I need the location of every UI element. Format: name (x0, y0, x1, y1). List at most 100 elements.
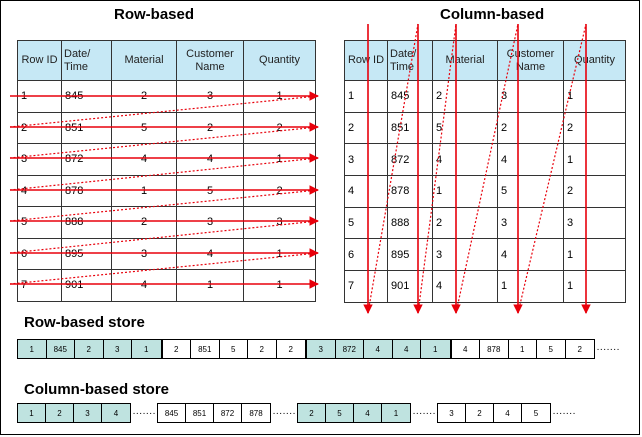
table-cell: 1 (243, 143, 316, 176)
table-cell: 4 (111, 143, 177, 176)
store-cell: 3 (103, 340, 132, 358)
table-cell: 4 (344, 175, 388, 208)
date-time-header: Date/ Time (387, 40, 433, 81)
table-cell: 3 (176, 206, 244, 239)
table-cell: 845 (61, 80, 112, 113)
table-cell: 5 (17, 206, 62, 239)
table-cell: 1 (17, 80, 62, 113)
table-cell: 6 (344, 238, 388, 272)
store-cell: 1 (421, 340, 450, 358)
table-cell: 1 (563, 80, 626, 113)
table-cell: 1 (243, 269, 316, 302)
table-cell: 4 (111, 269, 177, 302)
table-cell: 851 (61, 111, 112, 144)
store-cell: 2 (298, 404, 326, 422)
store-cell: 1 (18, 404, 46, 422)
store-cell: 851 (186, 404, 214, 422)
table-cell: 3 (563, 206, 626, 240)
store-cell: 3 (307, 340, 336, 358)
table-cell: 2 (432, 206, 498, 240)
table-cell: 2 (243, 111, 316, 144)
table-cell: 1 (111, 174, 177, 207)
table-cell: 3 (344, 143, 388, 177)
table-cell: 1 (563, 143, 626, 177)
continuation-dots: ······· (596, 343, 620, 355)
store-cell: 872 (214, 404, 242, 422)
table-cell: 895 (387, 238, 433, 272)
table-cell: 5 (432, 111, 498, 145)
store-cell: 3 (74, 404, 102, 422)
continuation-dots: ······· (132, 407, 156, 419)
table-cell: 1 (497, 270, 564, 303)
material-header: Material (111, 40, 177, 81)
table-cell: 888 (61, 206, 112, 239)
table-cell: 2 (111, 206, 177, 239)
table-cell: 901 (387, 270, 433, 303)
store-cell: 4 (102, 404, 130, 422)
table-cell: 845 (387, 80, 433, 113)
table-cell: 5 (497, 175, 564, 208)
store-cell: 1 (382, 404, 410, 422)
table-cell: 872 (61, 143, 112, 176)
store-cell: 1 (509, 340, 537, 358)
table-cell: 2 (344, 111, 388, 145)
store-cell: 5 (326, 404, 354, 422)
table-cell: 3 (17, 143, 62, 176)
row-store-label: Row-based store (24, 314, 145, 331)
table-cell: 872 (387, 143, 433, 177)
store-cell: 4 (494, 404, 522, 422)
continuation-dots: ······· (552, 407, 576, 419)
material-header: Material (432, 40, 498, 81)
table-cell: 2 (563, 175, 626, 208)
table-cell: 2 (243, 174, 316, 207)
store-cell: 2 (75, 340, 104, 358)
store-cell: 2 (163, 340, 191, 358)
table-cell: 2 (176, 111, 244, 144)
table-cell: 1 (243, 237, 316, 270)
table-cell: 2 (111, 80, 177, 113)
store-cell: 851 (191, 340, 220, 358)
quantity-header: Quantity (563, 40, 626, 81)
quantity-header: Quantity (243, 40, 316, 81)
table-cell: 4 (176, 143, 244, 176)
table-cell: 1 (243, 80, 316, 113)
row-based-title: Row-based (114, 6, 195, 23)
customer-name-header: Customer Name (497, 40, 564, 81)
table-cell: 3 (497, 206, 564, 240)
store-cell: 4 (364, 340, 393, 358)
table-cell: 895 (61, 237, 112, 270)
store-cell: 4 (392, 340, 421, 358)
store-cell: 1 (132, 340, 161, 358)
table-cell: 1 (563, 238, 626, 272)
date-time-header: Date/ Time (61, 40, 112, 81)
table-cell: 901 (61, 269, 112, 302)
table-cell: 5 (111, 111, 177, 144)
store-cell: 4 (354, 404, 382, 422)
store-cell: 878 (249, 408, 263, 418)
table-cell: 3 (497, 80, 564, 113)
table-cell: 4 (17, 174, 62, 207)
store-cell: 5 (533, 408, 539, 418)
table-cell: 2 (17, 111, 62, 144)
